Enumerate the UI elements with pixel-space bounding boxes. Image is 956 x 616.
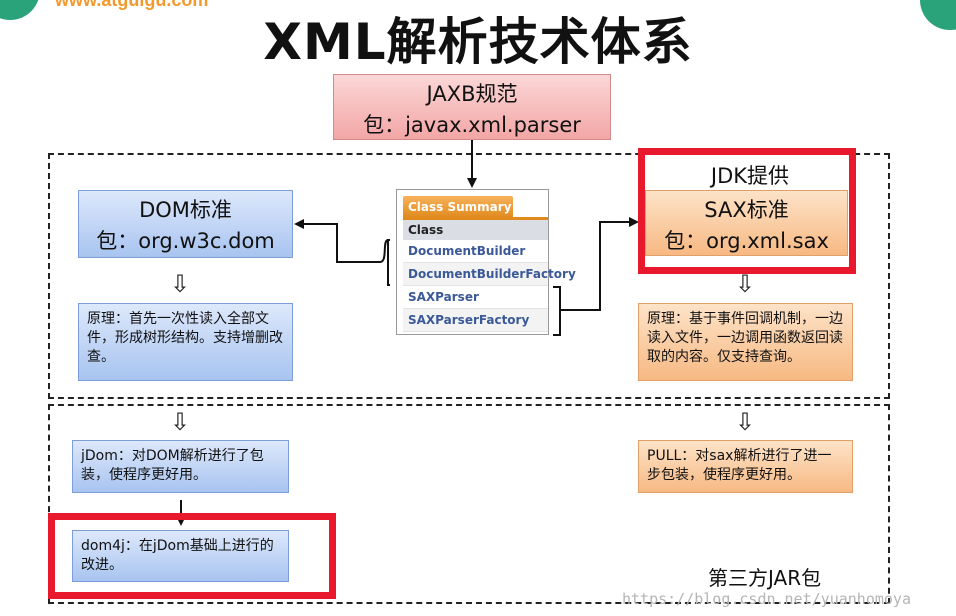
jdom-note: jDom：对DOM解析进行了包装，使程序更好用。 <box>72 440 289 493</box>
jdom-down-arrow-icon: ⇩ <box>170 408 191 436</box>
class-summary-header: Class <box>403 220 548 240</box>
third-party-label: 第三方JAR包 <box>708 566 822 590</box>
dom-down-arrow-icon: ⇩ <box>170 270 191 298</box>
class-summary-row: DocumentBuilderFactory <box>403 263 576 286</box>
third-party-region <box>48 404 890 604</box>
sax-down-arrow-icon: ⇩ <box>735 270 756 298</box>
sax-title: SAX标准 <box>704 198 789 222</box>
logo-text: www.atguigu.com <box>55 0 209 10</box>
dom-note: 原理：首先一次性读入全部文件，形成树形结构。支持增删改查。 <box>78 303 293 381</box>
class-summary-row: SAXParserFactory <box>403 309 548 332</box>
sax-package: 包：org.xml.sax <box>664 229 829 253</box>
page-title: XML解析技术体系 <box>263 13 693 71</box>
pull-note: PULL：对sax解析进行了进一步包装，使程序更好用。 <box>638 440 853 493</box>
jaxb-title: JAXB规范 <box>426 82 518 106</box>
sax-bracket <box>553 286 561 336</box>
watermark: https://blog.csdn.net/yuanhomoya <box>622 590 911 608</box>
dom-bracket <box>387 239 390 286</box>
dom-package: 包：org.w3c.dom <box>96 229 275 253</box>
sax-box: SAX标准 包：org.xml.sax <box>645 190 848 256</box>
sax-connector <box>560 217 639 311</box>
class-summary-panel: Class Summary Class DocumentBuilder Docu… <box>396 189 576 335</box>
jdk-region <box>48 153 890 399</box>
sax-note: 原理：基于事件回调机制，一边读入文件，一边调用函数返回读取的内容。仅支持查询。 <box>638 303 853 381</box>
dom-box: DOM标准 包：org.w3c.dom <box>78 190 293 258</box>
dom4j-note: dom4j：在jDom基础上进行的改进。 <box>72 530 289 582</box>
sax-highlight-frame <box>638 148 856 274</box>
pull-down-arrow-icon: ⇩ <box>735 408 756 436</box>
class-summary-row: DocumentBuilder <box>403 240 548 263</box>
jaxb-box: JAXB规范 包：javax.xml.parser <box>333 74 611 140</box>
jdk-provider-label: JDK提供 <box>710 164 790 188</box>
class-summary-row: SAXParser <box>403 286 548 309</box>
class-summary-tab: Class Summary <box>403 196 513 218</box>
dom-title: DOM标准 <box>139 198 232 222</box>
class-summary-bar <box>403 217 548 220</box>
dom4j-highlight-frame <box>48 513 336 599</box>
jaxb-package: 包：javax.xml.parser <box>363 113 581 137</box>
dom-connector <box>294 219 389 263</box>
